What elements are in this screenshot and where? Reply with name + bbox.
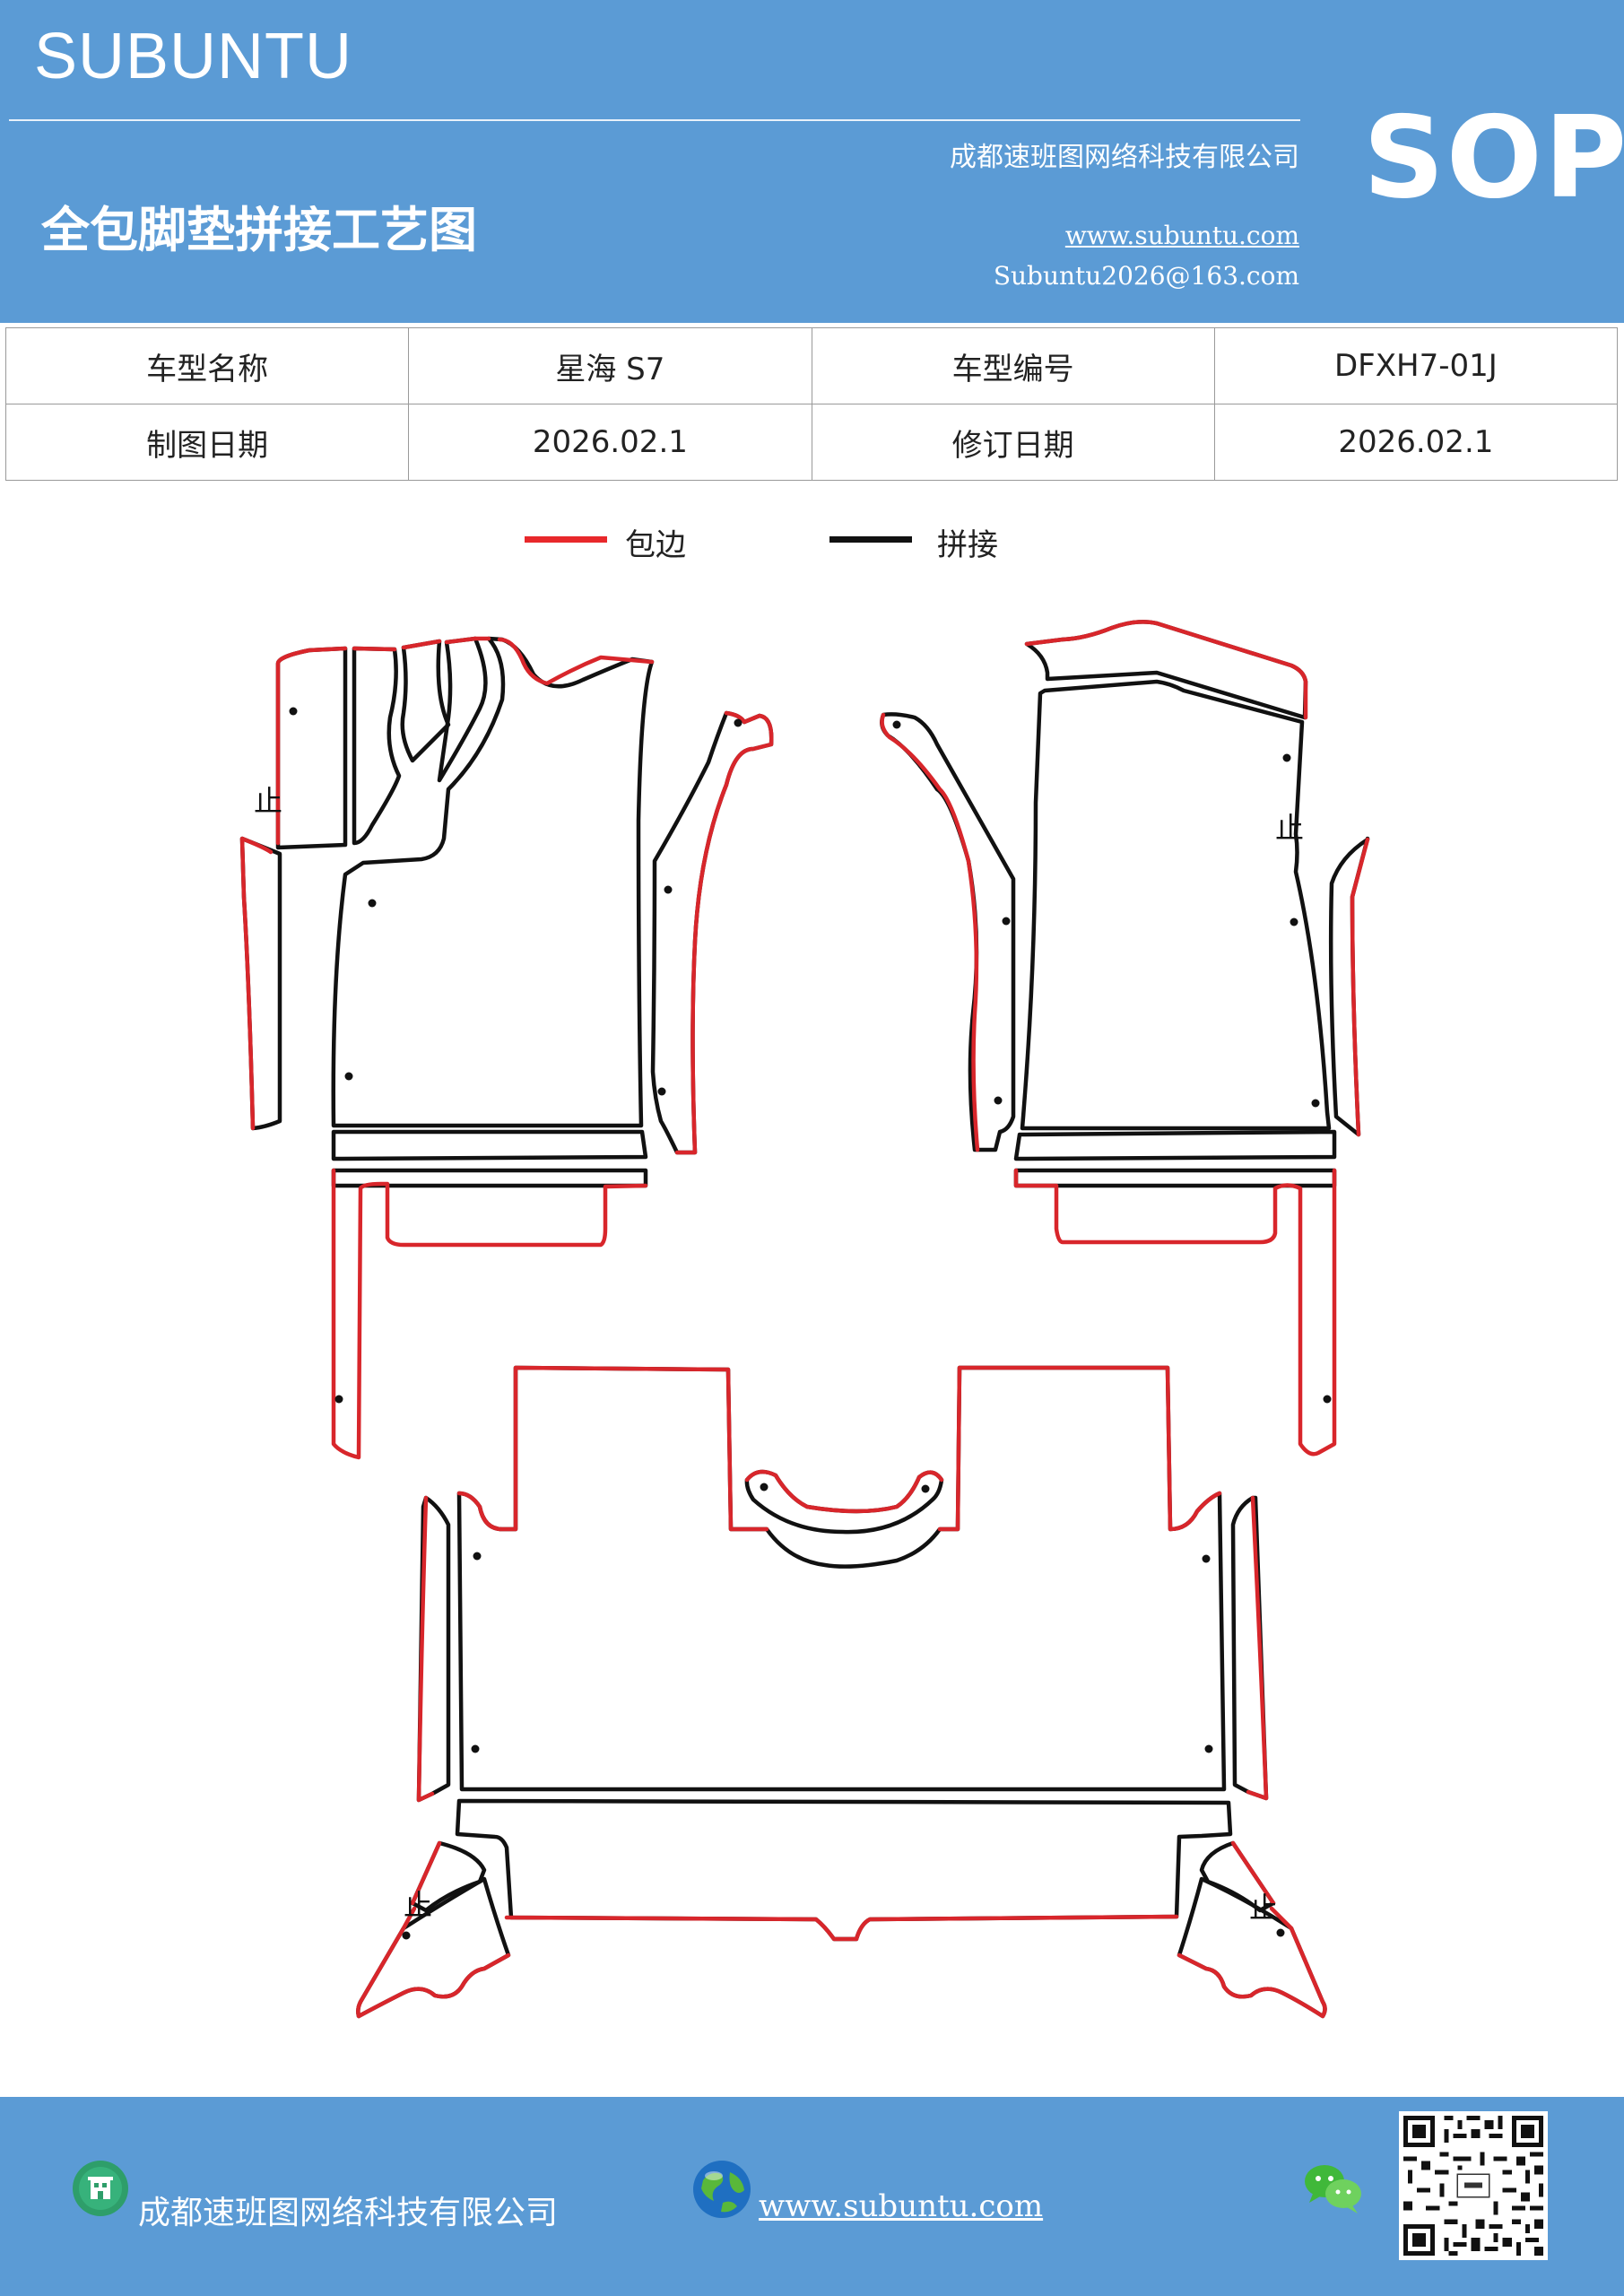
vehicle-info-table: 车型名称 星海 S7 车型编号 DFXH7-01J 制图日期 2026.02.1… bbox=[4, 327, 1619, 481]
rear-mat bbox=[356, 1365, 1327, 2019]
stop-mark-rear-left: 止 bbox=[404, 1888, 432, 1922]
revise-date-value: 2026.02.1 bbox=[1213, 404, 1619, 481]
model-code-label: 车型编号 bbox=[811, 327, 1215, 404]
draw-date-value: 2026.02.1 bbox=[408, 404, 812, 481]
header-divider bbox=[9, 119, 1300, 121]
front-right-mat bbox=[880, 620, 1370, 1457]
stop-mark-rear-right: 止 bbox=[1249, 1891, 1278, 1925]
brand-name: SUBUNTU bbox=[34, 21, 353, 92]
front-left-mat bbox=[239, 636, 774, 1460]
email-address[interactable]: Subuntu2026@163.com bbox=[993, 261, 1299, 291]
company-name: 成都速班图网络科技有限公司 bbox=[950, 142, 1299, 173]
model-code-value: DFXH7-01J bbox=[1213, 327, 1619, 404]
footer-website-link[interactable]: www.subuntu.com bbox=[759, 2188, 1044, 2224]
header-banner: SUBUNTU 成都速班图网络科技有限公司 全包脚垫拼接工艺图 www.subu… bbox=[0, 0, 1624, 323]
revise-date-label: 修订日期 bbox=[811, 404, 1215, 481]
legend-edge-label: 包边 bbox=[625, 527, 686, 563]
building-icon bbox=[73, 2161, 128, 2216]
footer-company-name: 成都速班图网络科技有限公司 bbox=[138, 2195, 559, 2231]
footer-banner: 成都速班图网络科技有限公司 www.subuntu.com bbox=[0, 2097, 1624, 2296]
floor-mat-diagram: 止 止 止 止 bbox=[239, 620, 1370, 2019]
table-row: 制图日期 2026.02.1 修订日期 2026.02.1 bbox=[4, 404, 1619, 481]
website-link[interactable]: www.subuntu.com bbox=[1064, 221, 1299, 250]
table-row: 车型名称 星海 S7 车型编号 DFXH7-01J bbox=[4, 327, 1619, 404]
sop-badge: SOP bbox=[1363, 91, 1624, 223]
wechat-icon bbox=[1305, 2165, 1361, 2213]
legend-joint-swatch bbox=[829, 536, 912, 543]
legend-edge-swatch bbox=[525, 536, 607, 543]
globe-icon bbox=[693, 2161, 751, 2218]
document-title: 全包脚垫拼接工艺图 bbox=[41, 201, 477, 258]
legend-joint-label: 拼接 bbox=[937, 527, 998, 563]
qr-code bbox=[1399, 2111, 1548, 2260]
model-name-label: 车型名称 bbox=[4, 327, 410, 404]
stop-mark-front-right: 止 bbox=[1275, 811, 1304, 845]
model-name-value: 星海 S7 bbox=[408, 327, 812, 404]
stop-mark-front-left: 止 bbox=[254, 784, 282, 818]
draw-date-label: 制图日期 bbox=[4, 404, 410, 481]
